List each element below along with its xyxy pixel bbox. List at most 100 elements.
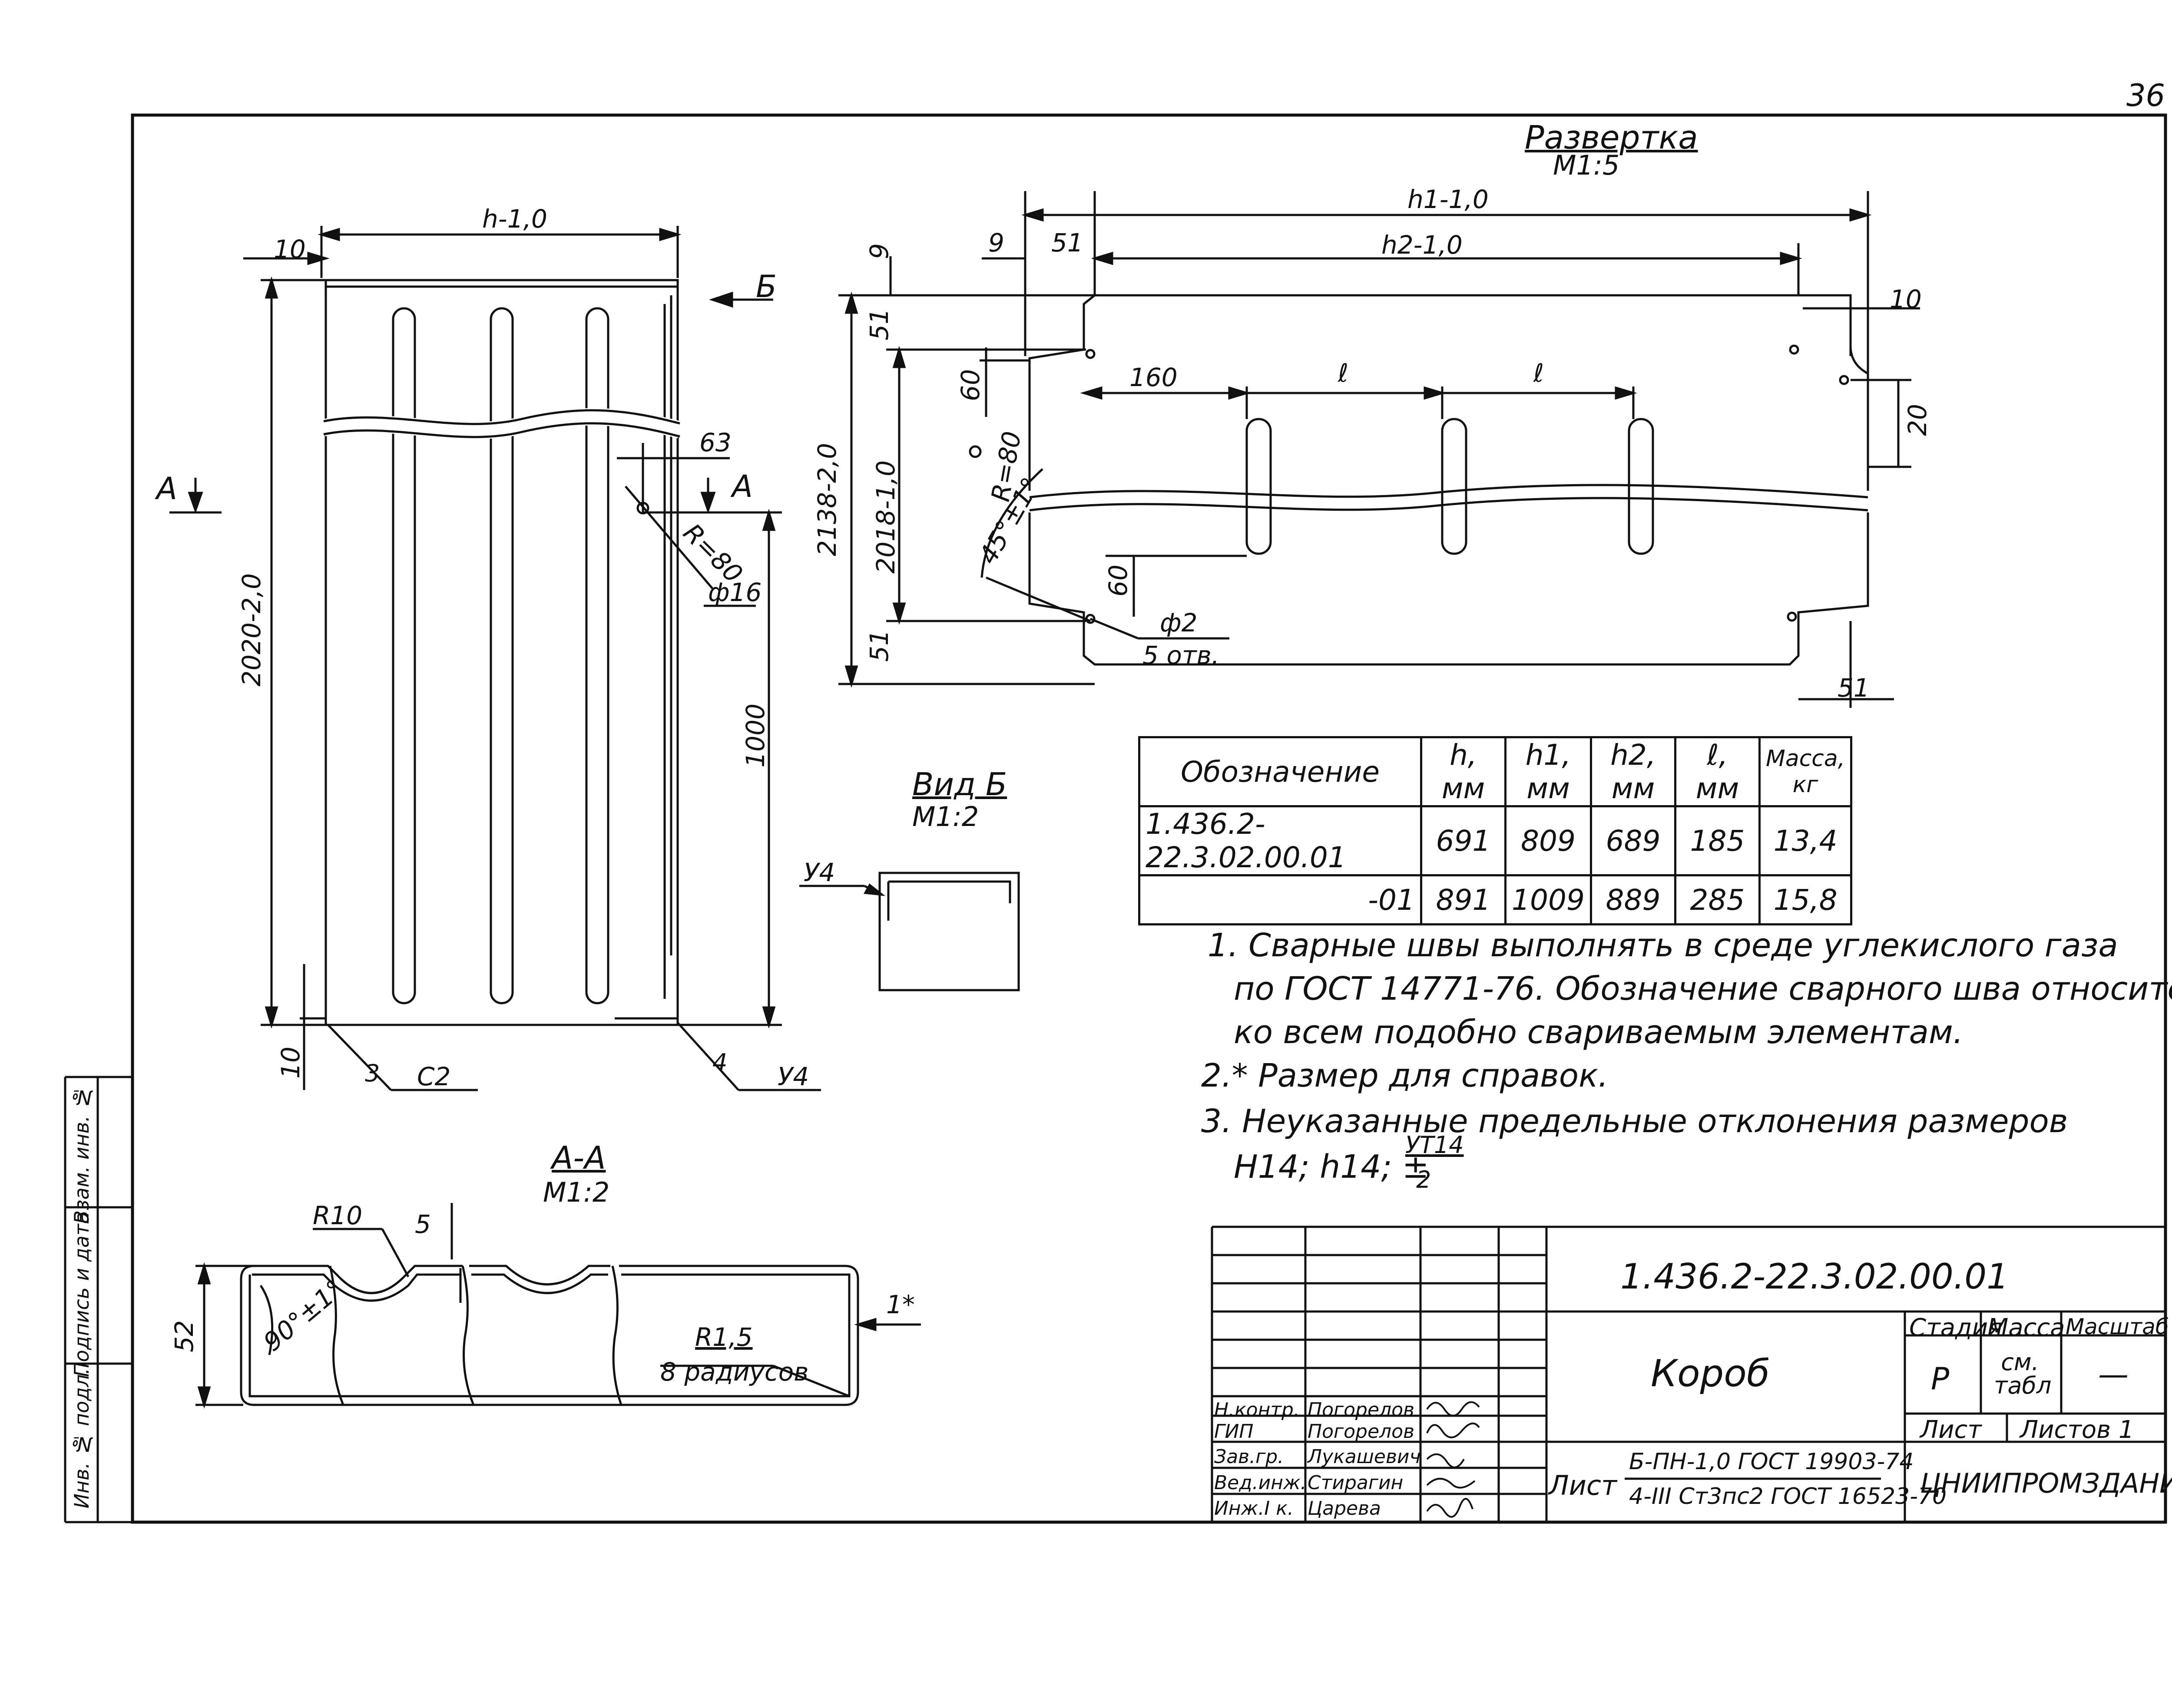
table-header-cell: Масса, кг — [1758, 736, 1853, 807]
note-line-6: H14; h14; ± — [1234, 1148, 1429, 1186]
hole-f16: ф16 — [708, 578, 762, 607]
staff-name: Погорелов — [1308, 1399, 1415, 1421]
side-stamp-lines — [64, 1076, 132, 1523]
dim-51-bottom: 51 — [1838, 673, 1870, 703]
table-header-cell: ℓ, мм — [1674, 736, 1761, 807]
dim-h2: h2-1,0 — [1381, 230, 1463, 260]
table-cell: 285 — [1674, 874, 1761, 925]
staff-name: Стирагин — [1308, 1472, 1404, 1494]
dim-51-top: 51 — [1051, 228, 1083, 258]
section-aa-title: А-А — [552, 1140, 606, 1176]
table-cell: 891 — [1420, 874, 1506, 925]
dim-h1: h1-1,0 — [1407, 185, 1489, 214]
sheet-label: Лист — [1920, 1416, 1982, 1444]
staff-role: Н.контр. — [1214, 1399, 1300, 1421]
view-b-lines — [799, 872, 1020, 991]
section-aa-lines — [195, 1203, 921, 1409]
dim-9: 9 — [988, 228, 1004, 258]
view-b-weld: У4 — [804, 858, 835, 887]
dim-offset-top: 10 — [274, 235, 306, 264]
material-label: Лист — [1549, 1470, 1617, 1501]
section-r15: R1,5 — [695, 1322, 753, 1352]
dim-160: 160 — [1129, 363, 1178, 392]
table-cell: 13,4 — [1758, 805, 1853, 876]
dim-l-2: ℓ — [1533, 358, 1544, 388]
table-cell: 691 — [1420, 805, 1506, 876]
staff-role: Вед.инж. — [1214, 1472, 1307, 1494]
note-line-5: 3. Неуказанные предельные отклонения раз… — [1201, 1103, 2068, 1140]
section-d1: 1* — [886, 1290, 915, 1319]
scale-value: — — [2098, 1357, 2129, 1392]
stage-value: Р — [1931, 1361, 1950, 1397]
spec-table: Обозначение h, мм h1, мм h2, мм ℓ, мм Ма… — [1138, 736, 1853, 925]
table-cell: -01 — [1138, 874, 1422, 925]
sheets-label: Листов 1 — [2020, 1416, 2134, 1444]
table-cell: 809 — [1504, 805, 1592, 876]
sheet-frame — [131, 113, 2167, 1524]
note-line-2: по ГОСТ 14771-76. Обозначение сварного ш… — [1234, 970, 2172, 1008]
table-cell: 889 — [1589, 874, 1676, 925]
staff-role: ГИП — [1214, 1421, 1254, 1443]
note-fraction-top: УТ14 — [1405, 1131, 1464, 1159]
org-name: ЦНИИПРОМЗДАНИЙ — [1920, 1467, 2172, 1499]
section-r10: R10 — [313, 1201, 363, 1230]
table-cell: 15,8 — [1758, 874, 1853, 925]
table-header-cell: h2, мм — [1589, 736, 1676, 807]
signature-mark — [1426, 1478, 1476, 1489]
staff-role: Инж.I к. — [1214, 1497, 1294, 1520]
table-cell: 1.436.2-22.3.02.00.01 — [1138, 805, 1422, 876]
material-line-2: 4-III Ст3пс2 ГОСТ 16523-70 — [1629, 1483, 1947, 1510]
stage-header: Стадия — [1909, 1314, 2003, 1342]
razvertka-title: Развертка — [1525, 119, 1698, 156]
note-line-1: 1. Сварные швы выполнять в среде углекис… — [1208, 927, 2118, 964]
table-header-row: Обозначение h, мм h1, мм h2, мм ℓ, мм Ма… — [1138, 736, 1853, 807]
dim-63: 63 — [699, 428, 732, 457]
staff-role: Зав.гр. — [1214, 1446, 1284, 1468]
signature-mark — [1426, 1401, 1480, 1417]
section-aa-scale: М1:2 — [543, 1176, 610, 1208]
section-a-label-left: А — [156, 471, 177, 506]
title-block-lines — [1211, 1226, 2165, 1522]
table-header-cell: h1, мм — [1504, 736, 1592, 807]
table-header-cell: Обозначение — [1138, 736, 1422, 807]
table-cell: 689 — [1589, 805, 1676, 876]
mass-header: Масса — [1987, 1314, 2065, 1342]
weld-c2: С2 — [417, 1062, 451, 1091]
note-line-3: ко всем подобно свариваемым элементам. — [1234, 1014, 1963, 1051]
leader-3: 3 — [365, 1060, 380, 1087]
view-b-arrow-label: Б — [756, 269, 777, 304]
scale-header: Масштаб — [2066, 1314, 2169, 1339]
dim-l-1: ℓ — [1338, 358, 1348, 388]
hole-f2: ф2 — [1160, 608, 1198, 638]
section-a-label-right: А — [732, 469, 753, 504]
left-view-lines — [169, 226, 821, 1091]
holes-count: 5 отв. — [1142, 641, 1220, 670]
signature-mark — [1426, 1498, 1473, 1518]
table-cell: 1009 — [1504, 874, 1592, 925]
developed-view-lines — [838, 191, 1920, 708]
material-line-1: Б-ПН-1,0 ГОСТ 19903-74 — [1629, 1449, 1914, 1475]
view-b-title: Вид Б — [912, 766, 1007, 803]
signature-mark — [1426, 1422, 1480, 1438]
doc-code: 1.436.2-22.3.02.00.01 — [1620, 1256, 2009, 1297]
section-d5: 5 — [415, 1209, 431, 1239]
section-radii: 8 радиусов — [660, 1357, 809, 1387]
staff-name: Царева — [1308, 1497, 1381, 1520]
razvertka-scale: М1:5 — [1553, 149, 1620, 181]
doc-name: Короб — [1651, 1352, 1770, 1395]
note-fraction-bottom: 2 — [1416, 1166, 1431, 1193]
view-b-scale: М1:2 — [912, 801, 979, 833]
dim-10: 10 — [1890, 284, 1922, 314]
table-row: -01 891 1009 889 285 15,8 — [1138, 874, 1853, 925]
staff-name: Погорелов — [1308, 1421, 1415, 1443]
signature-mark — [1426, 1453, 1465, 1468]
table-header-cell: h, мм — [1420, 736, 1506, 807]
table-cell: 185 — [1674, 805, 1761, 876]
dim-width-h: h-1,0 — [482, 204, 547, 234]
mass-value: см. табл — [1994, 1348, 2052, 1399]
weld-y4: У4 — [778, 1062, 809, 1091]
sheet-number: 36 — [2126, 78, 2165, 113]
table-row: 1.436.2-22.3.02.00.01 691 809 689 185 13… — [1138, 805, 1853, 876]
